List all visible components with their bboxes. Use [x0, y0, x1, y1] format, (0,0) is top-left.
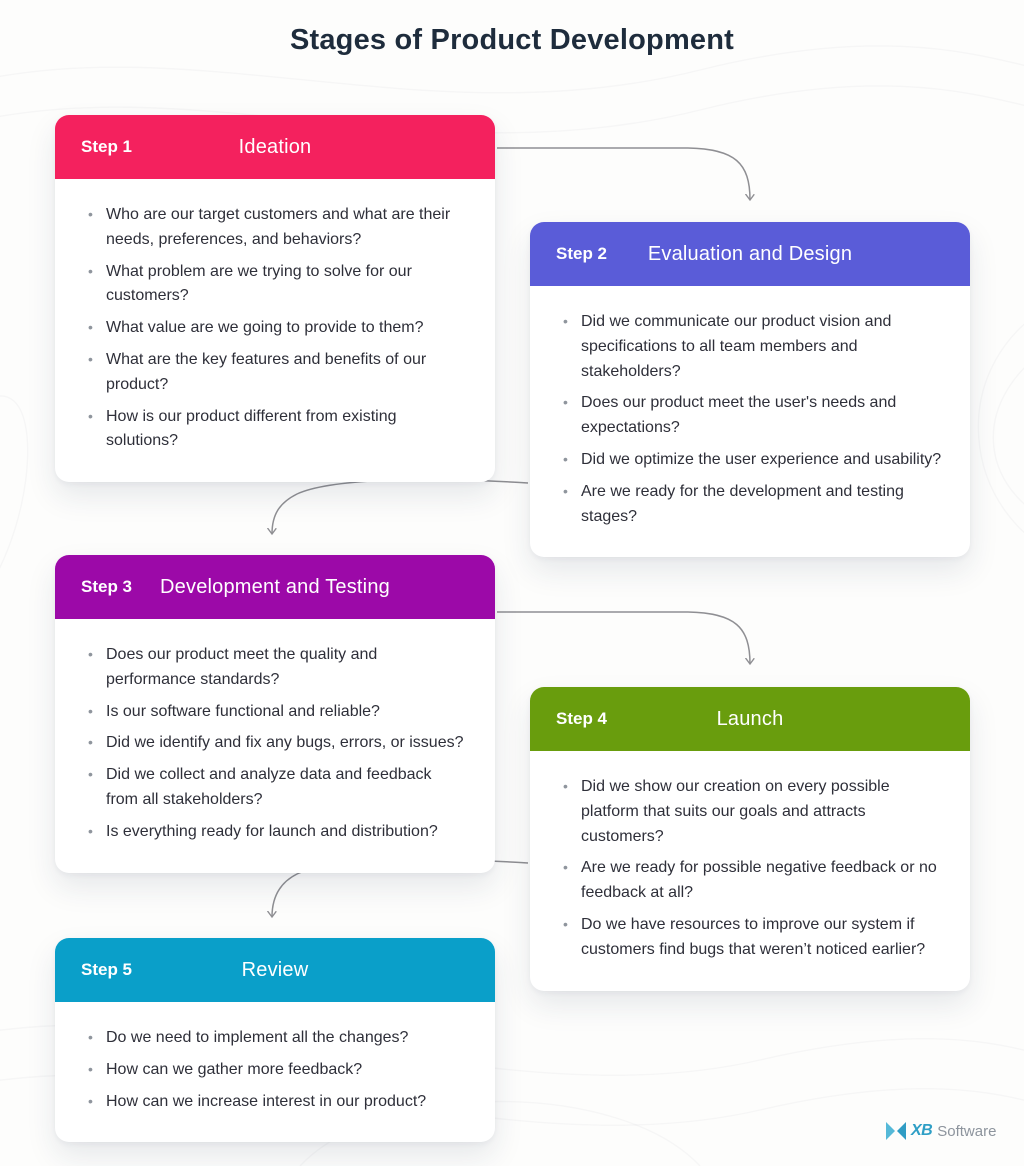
question-item: What are the key features and benefits o…	[85, 348, 467, 398]
logo-text: Software	[937, 1122, 997, 1140]
step-header: Step 4 Launch	[530, 687, 970, 751]
connector-step3-step4	[497, 611, 750, 664]
question-item: Did we show our creation on every possib…	[560, 775, 942, 849]
step-card-ideation: Step 1 Ideation Who are our target custo…	[55, 115, 495, 483]
question-list: Do we need to implement all the changes?…	[85, 1026, 467, 1114]
diagram-title: Stages of Product Development	[289, 24, 735, 56]
step-body: Did we show our creation on every possib…	[530, 751, 970, 991]
question-item: Are we ready for the development and tes…	[560, 480, 942, 530]
question-item: Are we ready for possible negative feedb…	[560, 856, 942, 906]
step-title: Ideation	[238, 135, 312, 158]
step-body: Does our product meet the quality and pe…	[55, 619, 495, 873]
question-item: Do we have resources to improve our syst…	[560, 913, 942, 963]
question-item: What value are we going to provide to th…	[85, 316, 467, 341]
question-item: Who are our target customers and what ar…	[85, 203, 467, 253]
step-header: Step 1 Ideation	[55, 115, 495, 179]
step-body: Did we communicate our product vision an…	[530, 286, 970, 557]
step-title: Evaluation and Design	[647, 242, 853, 265]
step-label: Step 2	[556, 244, 608, 263]
connector-step2-step3	[272, 478, 529, 534]
xb-logo-icon	[886, 1122, 906, 1140]
step-card-evaluation-and-design: Step 2 Evaluation and Design Did we comm…	[530, 222, 970, 558]
step-label: Step 4	[556, 709, 608, 728]
step-title: Development and Testing	[160, 575, 390, 598]
step-label: Step 3	[81, 577, 133, 596]
question-item: How can we increase interest in our prod…	[85, 1090, 467, 1115]
question-item: Did we identify and fix any bugs, errors…	[85, 731, 467, 756]
step-header: Step 2 Evaluation and Design	[530, 222, 970, 286]
question-list: Who are our target customers and what ar…	[85, 203, 467, 454]
step-card-review: Step 5 Review Do we need to implement al…	[55, 938, 495, 1143]
question-item: What problem are we trying to solve for …	[85, 260, 467, 310]
step-body: Who are our target customers and what ar…	[55, 179, 495, 482]
step-header: Step 3 Development and Testing	[55, 555, 495, 619]
step-header: Step 5 Review	[55, 938, 495, 1002]
step-body: Do we need to implement all the changes?…	[55, 1002, 495, 1142]
question-list: Does our product meet the quality and pe…	[85, 643, 467, 845]
question-item: How can we gather more feedback?	[85, 1058, 467, 1083]
step-card-launch: Step 4 Launch Did we show our creation o…	[530, 687, 970, 991]
question-item: Does our product meet the quality and pe…	[85, 643, 467, 693]
step-label: Step 5	[81, 960, 133, 979]
step-card-development-and-testing: Step 3 Development and Testing Does our …	[55, 555, 495, 873]
question-item: Is everything ready for launch and distr…	[85, 820, 467, 845]
step-title: Review	[241, 958, 309, 981]
question-item: Did we optimize the user experience and …	[560, 448, 942, 473]
question-item: Is our software functional and reliable?	[85, 700, 467, 725]
connector-step1-step2	[497, 147, 750, 200]
step-label: Step 1	[81, 137, 133, 156]
question-list: Did we show our creation on every possib…	[560, 775, 942, 963]
xb-software-logo: XB Software	[886, 1122, 996, 1140]
question-list: Did we communicate our product vision an…	[560, 310, 942, 529]
step-title: Launch	[716, 707, 784, 730]
question-item: Did we collect and analyze data and feed…	[85, 763, 467, 813]
question-item: How is our product different from existi…	[85, 405, 467, 455]
question-item: Did we communicate our product vision an…	[560, 310, 942, 384]
logo-mark: XB	[911, 1122, 933, 1139]
question-item: Does our product meet the user's needs a…	[560, 391, 942, 441]
question-item: Do we need to implement all the changes?	[85, 1026, 467, 1051]
